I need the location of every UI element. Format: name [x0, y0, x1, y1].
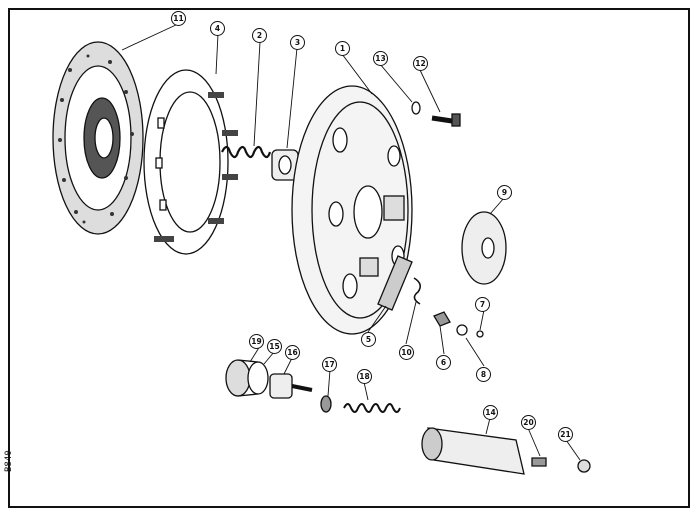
callout-5: 5 — [361, 332, 376, 347]
callout-3: 3 — [290, 35, 305, 50]
seal-part — [320, 395, 332, 413]
leader-lines — [121, 23, 581, 461]
callout-21: 21 — [558, 427, 573, 442]
callout-13: 13 — [373, 51, 388, 66]
callout-12: 12 — [413, 56, 428, 71]
callout-7: 7 — [475, 297, 490, 312]
cap-part — [577, 459, 591, 473]
callout-14: 14 — [483, 405, 498, 420]
callout-20: 20 — [521, 415, 536, 430]
pivot-block-part — [433, 311, 451, 327]
drawing-border — [8, 8, 690, 508]
release-plate-part — [461, 211, 507, 285]
callout-11: 11 — [171, 11, 186, 26]
drawing-number: B840 — [4, 450, 14, 472]
plunger-part — [269, 373, 313, 399]
callout-18: 18 — [357, 369, 372, 384]
callout-16: 16 — [285, 345, 300, 360]
lock-washer-part — [456, 324, 468, 336]
nut-part — [476, 330, 484, 338]
retaining-spring-part — [413, 277, 422, 305]
bleed-screw-part — [531, 457, 547, 467]
pressure-plate-part — [143, 69, 238, 255]
return-spring-part — [343, 403, 401, 413]
bushing-part — [225, 359, 269, 397]
callout-8: 8 — [476, 367, 491, 382]
spring-cup-part — [271, 149, 299, 181]
callout-9: 9 — [497, 185, 512, 200]
pressure-spring-part — [221, 145, 272, 159]
washer-part — [411, 101, 421, 115]
bolt-part — [431, 113, 461, 127]
callout-10: 10 — [399, 345, 414, 360]
callout-17: 17 — [322, 357, 337, 372]
callout-15: 15 — [267, 339, 282, 354]
release-lever-part — [377, 255, 413, 311]
cylinder-body-part — [421, 427, 525, 475]
callout-1: 1 — [335, 41, 350, 56]
callout-4: 4 — [210, 21, 225, 36]
driven-plate-part — [52, 41, 144, 235]
callout-2: 2 — [252, 28, 267, 43]
callout-6: 6 — [436, 355, 451, 370]
callout-19: 19 — [249, 334, 264, 349]
